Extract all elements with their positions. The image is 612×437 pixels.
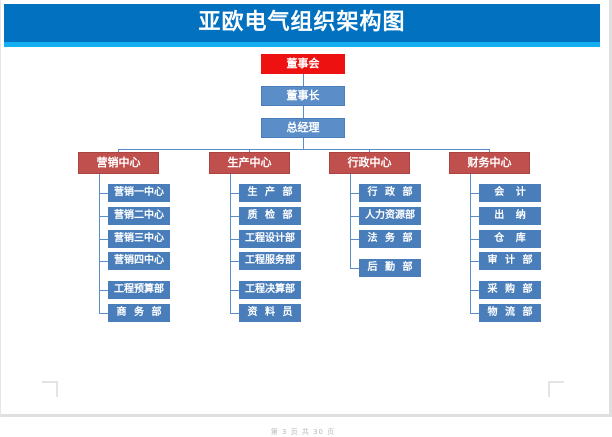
node-marketing-center-1[interactable]: 营销一中心 [108,184,170,202]
connector-stub-marketing-2 [99,216,109,217]
connector-stub-production-1 [230,193,240,194]
org-chart: 董事会 董事长 总经理 营销中心 营销一中心 营销二中心 [0,47,606,436]
node-engineering-design-dept[interactable]: 工程设计部 [239,230,301,248]
node-label: 工程预算部 [114,284,164,295]
node-label: 商 务 部 [116,307,164,318]
connector-center-bus [118,149,489,150]
node-center-administration[interactable]: 行政中心 [329,152,410,174]
connector-stub-finance-2 [470,216,480,217]
node-center-production[interactable]: 生产中心 [209,152,290,174]
node-label: 审 计 部 [487,255,535,266]
connector-stub-finance-6 [470,313,480,314]
node-board[interactable]: 董事会 [261,54,345,74]
node-label: 资 料 员 [247,307,295,318]
node-engineering-budget-dept[interactable]: 工程预算部 [108,281,170,299]
margin-corner-bottom-right [548,381,564,397]
page-title: 亚欧电气组织架构图 [198,10,406,35]
node-general-manager[interactable]: 总经理 [261,118,345,138]
node-label: 采 购 部 [487,284,535,295]
node-engineering-service-dept[interactable]: 工程服务部 [239,252,301,270]
connector-spine-marketing [99,174,100,291]
node-accounting[interactable]: 会 计 [479,184,541,202]
connector-stub-marketing-4 [99,261,109,262]
node-business-dept[interactable]: 商 务 部 [108,304,170,322]
node-label: 营销四中心 [114,255,164,266]
connector-spine-finance [470,174,471,314]
page-left-edge [0,0,1,417]
connector-spine-administration [350,174,351,269]
node-warehouse[interactable]: 仓 库 [479,230,541,248]
connector-stub-production-2 [230,216,240,217]
node-label: 后 勤 部 [367,262,415,273]
node-label: 行 政 部 [367,187,415,198]
node-logistics-support-dept[interactable]: 后 勤 部 [359,259,421,277]
connector-stub-finance-4 [470,261,480,262]
node-label: 法 务 部 [367,233,415,244]
node-label: 工程决算部 [245,284,295,295]
node-label: 总经理 [286,121,320,134]
node-label: 人力资源部 [365,210,415,221]
node-document-clerk[interactable]: 资 料 员 [239,304,301,322]
margin-corner-bottom-left [42,381,58,397]
connector-stub-administration-2 [350,216,360,217]
node-label: 营销一中心 [114,187,164,198]
node-marketing-center-4[interactable]: 营销四中心 [108,252,170,270]
connector-stub-production-6 [230,313,240,314]
connector-stub-finance-3 [470,239,480,240]
page-footer: 第 3 页 共 30 页 [270,428,336,436]
node-marketing-center-2[interactable]: 营销二中心 [108,207,170,225]
node-audit-dept[interactable]: 审 计 部 [479,252,541,270]
connector-stub-administration-4 [350,268,360,269]
node-marketing-center-3[interactable]: 营销三中心 [108,230,170,248]
node-label: 营销二中心 [114,210,164,221]
node-logistics-dept[interactable]: 物 流 部 [479,304,541,322]
node-legal-affairs-dept[interactable]: 法 务 部 [359,230,421,248]
node-label: 生 产 部 [247,187,295,198]
node-label: 物 流 部 [487,307,535,318]
connector-stub-production-5 [230,290,240,291]
node-administration-dept[interactable]: 行 政 部 [359,184,421,202]
node-label: 出 纳 [494,210,530,221]
node-label: 营销三中心 [114,233,164,244]
node-center-finance[interactable]: 财务中心 [449,152,530,174]
connector-stub-finance-5 [470,290,480,291]
connector-chairman-to-gm [303,106,304,118]
connector-gm-down [303,138,304,149]
node-label: 会 计 [494,187,530,198]
connector-stub-production-3 [230,239,240,240]
connector-board-to-chairman [303,74,304,86]
connector-stub-finance-1 [470,193,480,194]
node-label: 董事会 [286,57,320,70]
node-label: 仓 库 [494,233,530,244]
node-production-dept[interactable]: 生 产 部 [239,184,301,202]
connector-stub-marketing-3 [99,239,109,240]
node-center-marketing[interactable]: 营销中心 [78,152,159,174]
node-label: 工程设计部 [245,233,295,244]
node-label: 财务中心 [467,156,512,169]
node-label: 董事长 [286,89,320,102]
connector-spine-marketing-lower [99,291,100,314]
node-label: 营销中心 [96,156,141,169]
node-label: 工程服务部 [245,255,295,266]
node-engineering-settlement-dept[interactable]: 工程决算部 [239,281,301,299]
connector-stub-marketing-1 [99,193,109,194]
node-cashier[interactable]: 出 纳 [479,207,541,225]
connector-stub-production-4 [230,261,240,262]
connector-spine-production [230,174,231,314]
node-label: 质 检 部 [247,210,295,221]
connector-stub-administration-3 [350,239,360,240]
connector-stub-marketing-5 [99,290,109,291]
node-human-resources-dept[interactable]: 人力资源部 [359,207,421,225]
node-label: 行政中心 [347,156,392,169]
connector-stub-administration-1 [350,193,360,194]
node-purchasing-dept[interactable]: 采 购 部 [479,281,541,299]
node-label: 生产中心 [227,156,272,169]
node-quality-inspection-dept[interactable]: 质 检 部 [239,207,301,225]
connector-stub-marketing-6 [99,313,109,314]
title-banner: 亚欧电气组织架构图 [4,4,600,42]
node-chairman[interactable]: 董事长 [261,86,345,106]
title-banner-accent-strip [4,42,600,47]
